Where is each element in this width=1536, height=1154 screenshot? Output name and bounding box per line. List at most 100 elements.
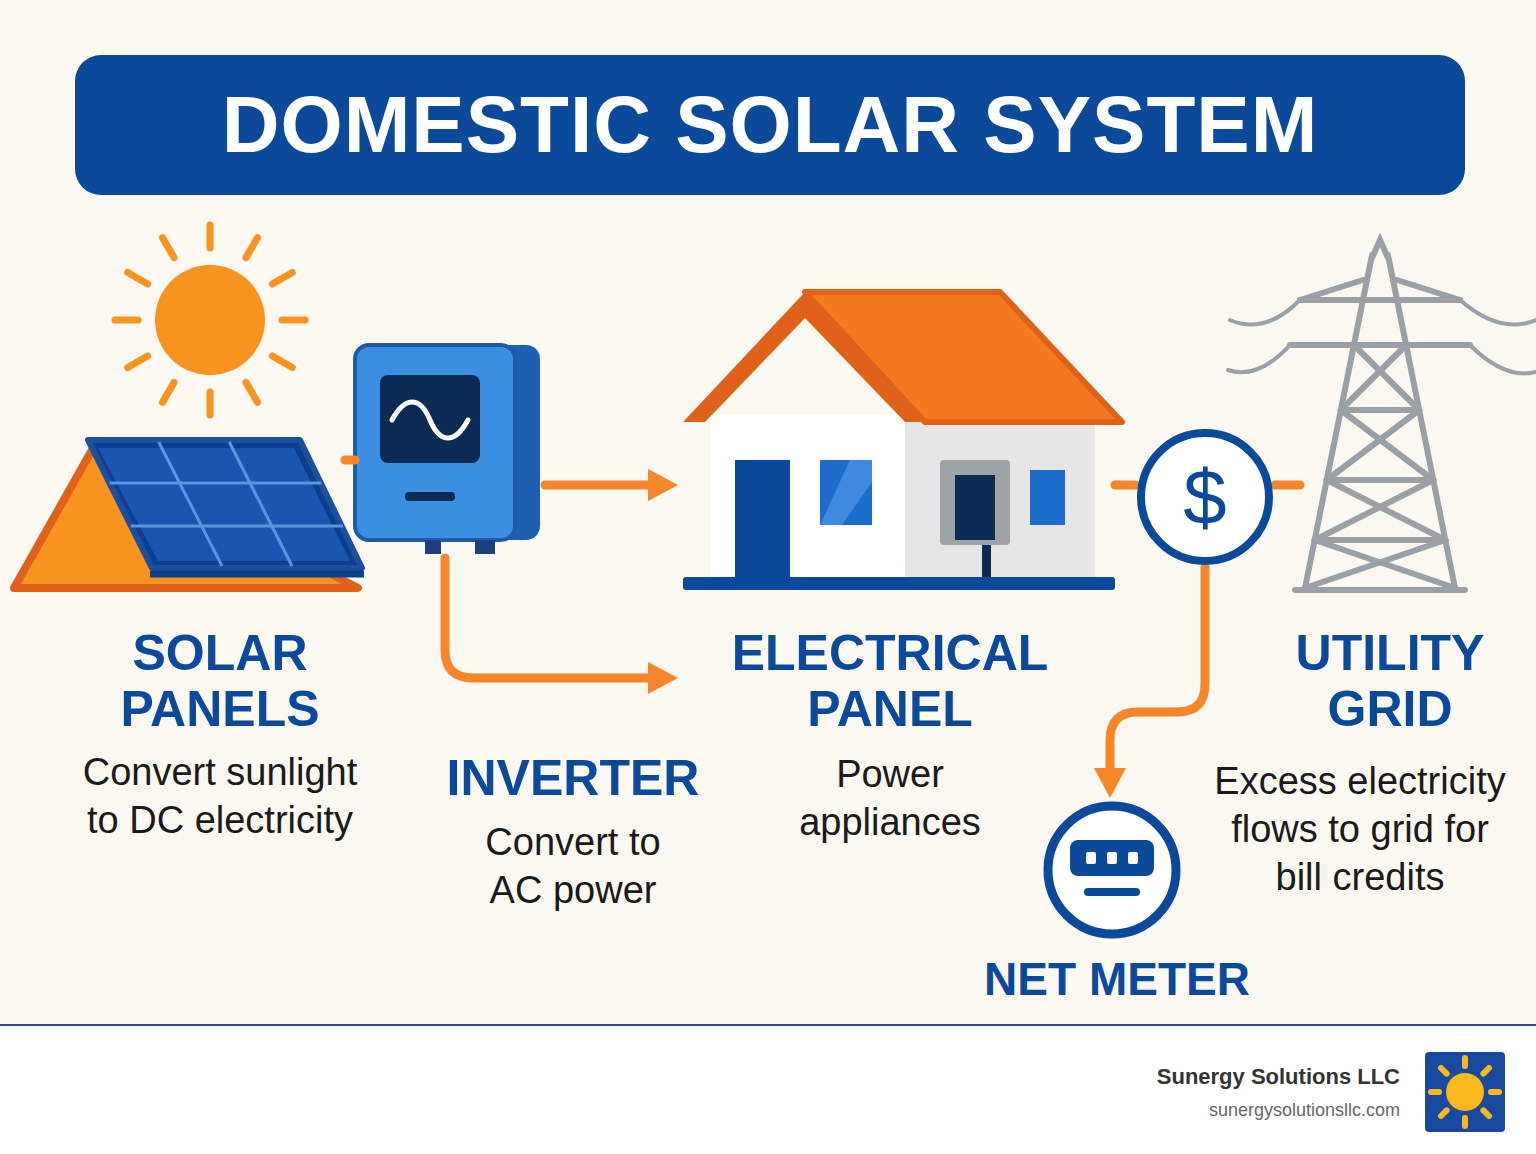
tower-bar bbox=[1327, 477, 1434, 483]
inverter-node: INVERTERConvert to AC power bbox=[355, 345, 545, 558]
node-heading: ELECTRICAL PANEL bbox=[720, 625, 1060, 737]
sun-ray bbox=[207, 392, 214, 415]
house-illustration bbox=[683, 292, 1122, 590]
tower-lattice bbox=[1315, 480, 1434, 540]
panel-grid-line bbox=[159, 442, 222, 566]
electrical-panel-node: ELECTRICAL PANELPower appliances bbox=[680, 290, 1115, 845]
logo-ray bbox=[1483, 1068, 1489, 1074]
node-heading: SOLAR PANELS bbox=[90, 625, 350, 737]
utility-grid-node: UTILITY GRIDExcess electricity flows to … bbox=[1300, 250, 1536, 592]
solar-panel-frame bbox=[88, 440, 362, 568]
flow-arrow bbox=[1110, 567, 1205, 782]
window-shine bbox=[820, 460, 872, 525]
sun-ray bbox=[282, 317, 305, 324]
logo-ray bbox=[1441, 1110, 1447, 1116]
power-line bbox=[1275, 481, 1300, 490]
tower-lattice bbox=[1327, 410, 1420, 480]
logo-ray bbox=[1462, 1058, 1468, 1066]
footer-rule bbox=[0, 1024, 1536, 1026]
footer-band bbox=[0, 1025, 1536, 1154]
currency-symbol: $ bbox=[1135, 452, 1275, 542]
meter-display bbox=[1070, 840, 1154, 876]
sun-ray bbox=[128, 356, 148, 368]
tower-lattice bbox=[1354, 345, 1419, 410]
tower-arm bbox=[1290, 342, 1470, 348]
panel-base bbox=[150, 571, 364, 578]
panel-grid-line bbox=[131, 525, 343, 528]
power-line bbox=[1115, 481, 1135, 490]
sun-ray bbox=[115, 317, 138, 324]
tower-bar bbox=[1341, 407, 1419, 413]
node-description: Convert sunlight to DC electricity bbox=[70, 748, 370, 844]
logo-ray bbox=[1483, 1110, 1489, 1116]
inverter-illustration bbox=[355, 345, 540, 554]
net-meter-circle: NET METER bbox=[1042, 800, 1182, 940]
circle-outline bbox=[1048, 806, 1176, 934]
house-front-wall bbox=[710, 415, 910, 580]
inverter-screen bbox=[380, 375, 480, 463]
solar-panel-node: SOLAR PANELSConvert sunlight to DC elect… bbox=[10, 430, 345, 845]
tower-lattice bbox=[1327, 480, 1446, 540]
inverter-front bbox=[355, 345, 515, 540]
power-wire bbox=[1228, 345, 1290, 372]
sun-ray bbox=[246, 382, 258, 402]
panel-grid bbox=[110, 442, 344, 566]
company-logo bbox=[1425, 1052, 1505, 1132]
sun-disc bbox=[155, 265, 265, 375]
sun-ray bbox=[163, 382, 175, 402]
flow-arrow bbox=[445, 558, 662, 678]
node-heading: NET METER bbox=[967, 952, 1267, 1006]
tower-base bbox=[1295, 587, 1465, 593]
diagram-title: DOMESTIC SOLAR SYSTEM bbox=[75, 55, 1465, 195]
power-wire bbox=[1230, 300, 1300, 325]
sun-ray bbox=[207, 225, 214, 248]
logo-ray bbox=[1431, 1089, 1439, 1095]
node-description: Convert to AC power bbox=[463, 818, 683, 914]
power-wire bbox=[1470, 345, 1536, 373]
tower-bar bbox=[1315, 537, 1446, 543]
electrical-panel-door bbox=[955, 475, 995, 540]
logo-square bbox=[1425, 1052, 1505, 1132]
house-window bbox=[1030, 470, 1065, 525]
tower-lattice bbox=[1305, 540, 1445, 588]
logo-ray bbox=[1441, 1068, 1447, 1074]
logo-ray bbox=[1491, 1089, 1499, 1095]
dollar-circle: $ bbox=[1135, 427, 1275, 567]
solar-panel-cells bbox=[98, 448, 350, 561]
meter-digit bbox=[1107, 852, 1117, 864]
inverter-slot bbox=[405, 492, 455, 501]
meter-base bbox=[1084, 888, 1140, 896]
node-description: Excess electricity flows to grid for bil… bbox=[1210, 757, 1510, 901]
solar-roof-illustration bbox=[14, 440, 364, 588]
flow-arrow bbox=[545, 481, 662, 490]
house-side-wall bbox=[905, 415, 1095, 580]
sun-ray bbox=[272, 356, 292, 368]
inverter-terminal bbox=[425, 540, 441, 554]
company-url: sunergysolutionsllc.com bbox=[1050, 1098, 1400, 1122]
sun-ray bbox=[246, 238, 258, 258]
node-outline bbox=[1042, 800, 1182, 940]
power-tower-illustration bbox=[1228, 240, 1536, 590]
sun-ray bbox=[272, 273, 292, 285]
house-gable-edge bbox=[683, 292, 927, 422]
title-band bbox=[75, 55, 1465, 195]
tower-lattice bbox=[1315, 540, 1455, 588]
meter-digit bbox=[1086, 852, 1096, 864]
tower-brace bbox=[1300, 280, 1363, 300]
company-name: Sunergy Solutions LLC bbox=[1050, 1063, 1400, 1091]
house-door bbox=[735, 460, 790, 578]
panel-grid-line bbox=[110, 482, 322, 485]
logo-sun bbox=[1446, 1073, 1484, 1111]
tower-lattice bbox=[1341, 410, 1434, 480]
sun-ray bbox=[163, 238, 175, 258]
tower-lattice bbox=[1341, 345, 1406, 410]
tower-brace bbox=[1397, 280, 1460, 300]
tower-arm bbox=[1300, 297, 1460, 303]
house-window bbox=[820, 460, 872, 525]
sun-ray bbox=[128, 273, 148, 285]
panel-grid-line bbox=[229, 442, 292, 566]
ac-wave-symbol bbox=[392, 402, 468, 438]
tower-peak bbox=[1372, 240, 1388, 258]
